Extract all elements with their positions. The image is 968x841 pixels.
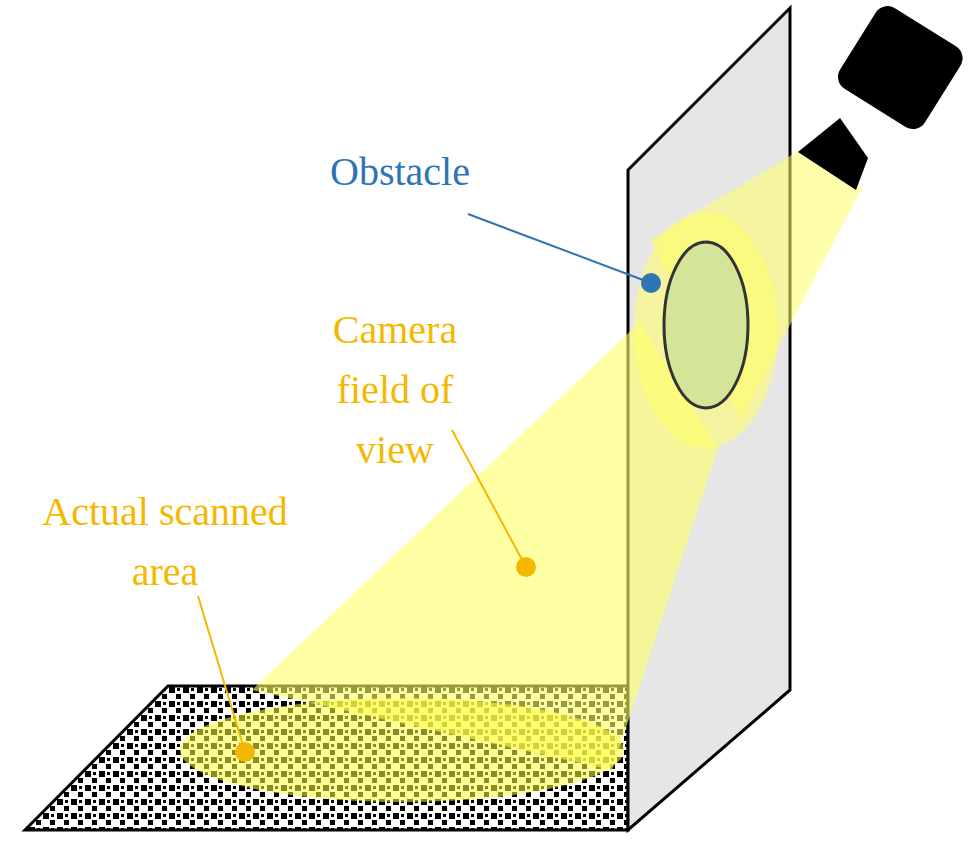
leader-dot — [235, 742, 255, 762]
leader-line — [198, 596, 245, 752]
camera — [798, 1, 968, 190]
obstacle — [664, 242, 748, 408]
field-of-view-label: Camera field of view — [300, 300, 490, 480]
leader-dot — [516, 557, 536, 577]
leader-dot — [641, 273, 661, 293]
leader-line — [468, 214, 651, 283]
obstacle-label: Obstacle — [290, 142, 510, 202]
scanned-area-label: Actual scanned area — [40, 482, 290, 602]
leader-line — [452, 430, 526, 567]
scanned-area — [180, 698, 624, 802]
